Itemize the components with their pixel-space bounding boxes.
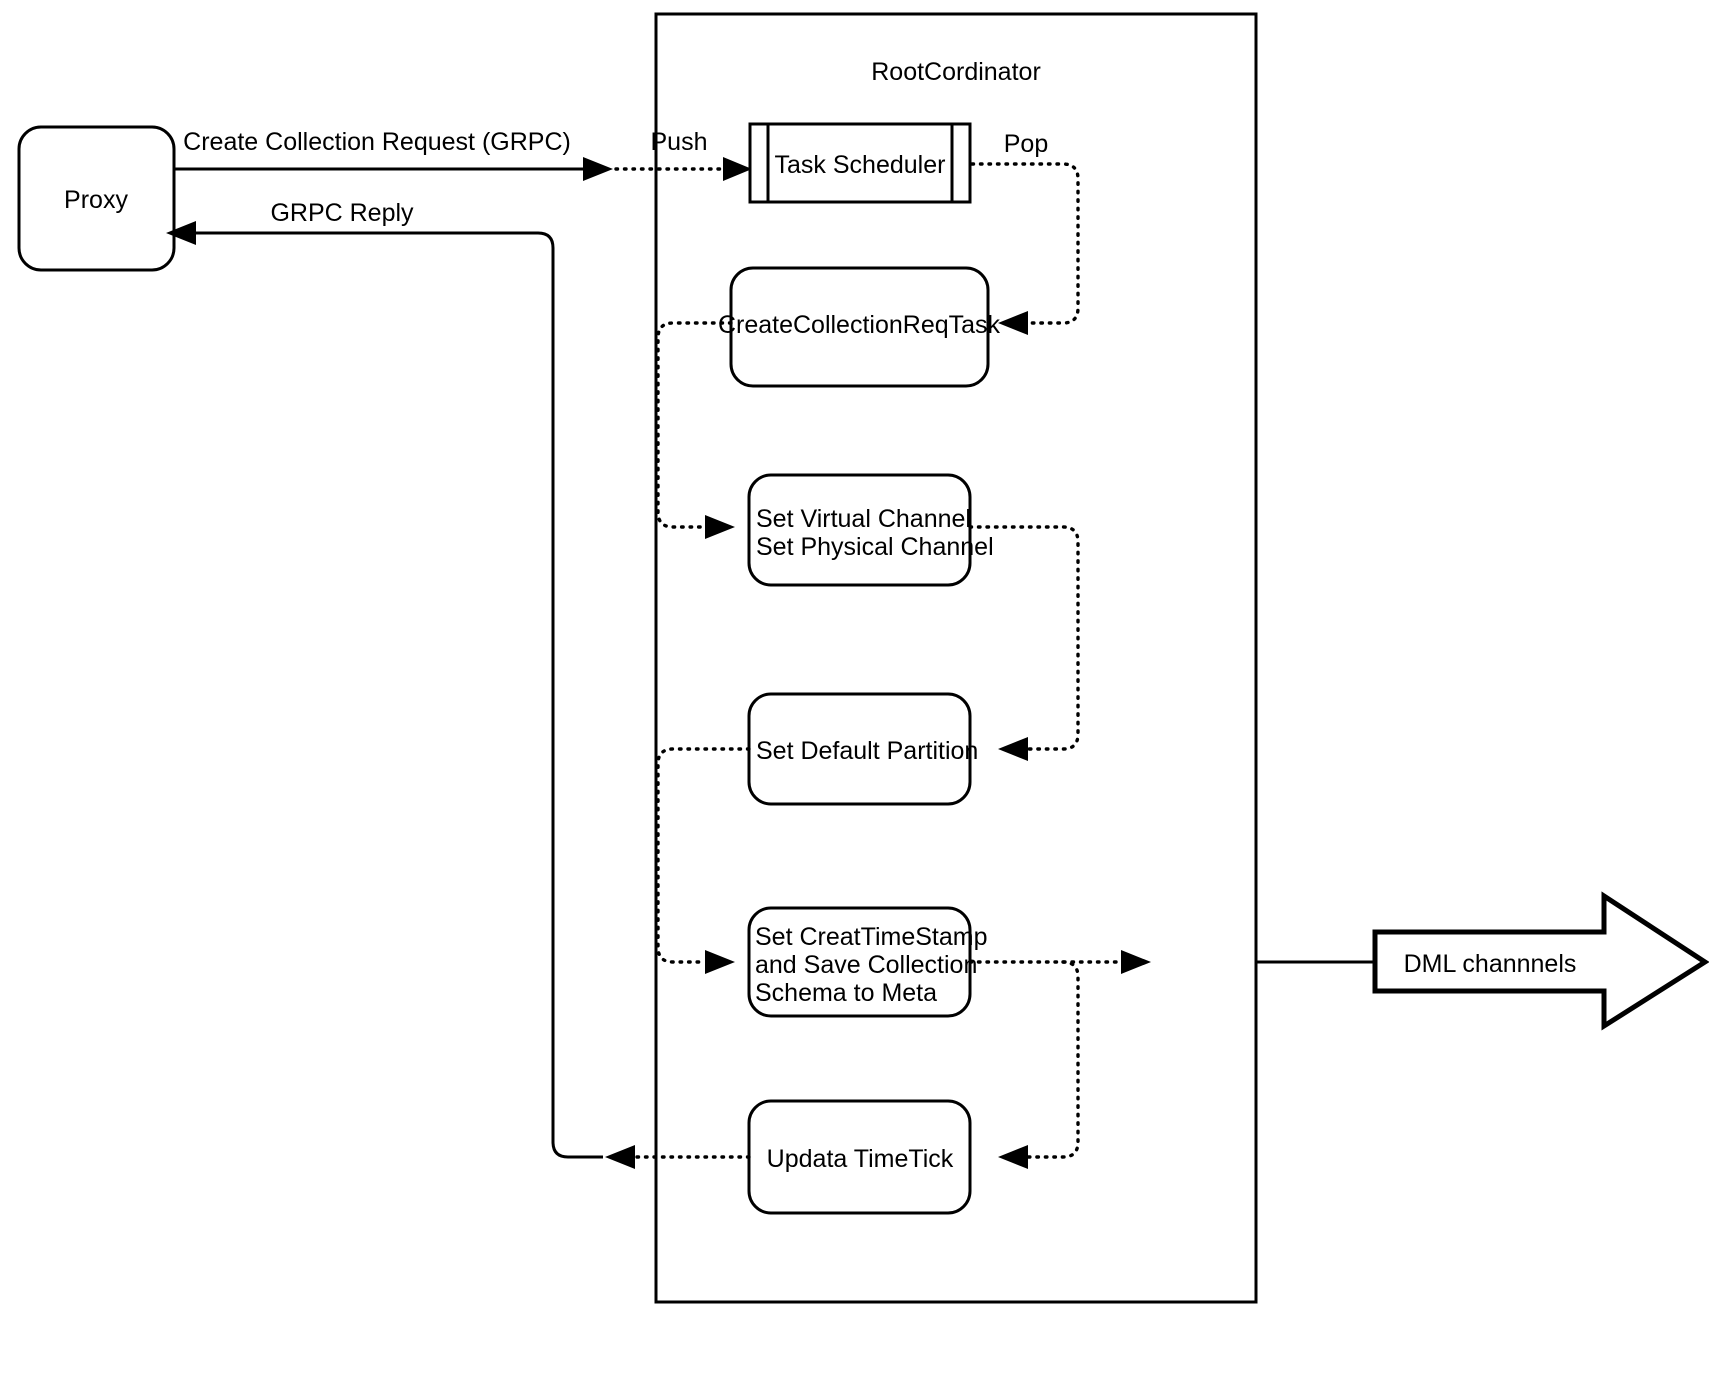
timestamp-to-boundary-arrowhead [1121,950,1151,974]
pop-arrowhead [998,311,1028,335]
push-arrowhead [723,157,752,181]
grpc-reply-arrowhead [166,221,196,245]
set-channels-node[interactable] [747,473,972,587]
proxy-node[interactable] [17,125,176,272]
create-collection-request-arrowhead [583,157,613,181]
createtask-to-setchannels-edge [656,321,733,529]
push-label: Push [651,128,708,156]
grpc-reply-edge [196,231,603,1159]
setchannels-to-defaultpartition-arrowhead [998,737,1028,761]
set-default-partition-label: Set Default Partition [756,737,978,765]
timestamp-to-timetick-arrowhead [998,1145,1028,1169]
createtask-to-setchannels-arrowhead [705,515,735,539]
set-channels-label-line-2: Set Physical Channel [756,533,994,561]
create-collection-request-label: Create Collection Request (GRPC) [183,128,571,156]
grpc-reply-label: GRPC Reply [270,199,414,227]
create-collection-req-task-label: CreateCollectionReqTask [718,311,1001,339]
task-scheduler-label: Task Scheduler [775,151,946,179]
defaultpartition-to-timestamp-arrowhead [705,950,735,974]
set-timestamp-save-meta-label-line-3: Schema to Meta [755,979,937,1007]
task-scheduler-node[interactable] [748,122,972,204]
rootcoordinator-label: RootCordinator [871,58,1041,86]
set-timestamp-save-meta-label-line-1: Set CreatTimeStamp [755,923,987,951]
set-timestamp-save-meta-label-line-2: and Save Collection [755,951,977,979]
create-collection-req-task-node[interactable] [729,266,990,388]
timestamp-to-timetick-edge [1026,960,1080,1159]
pop-label: Pop [1004,130,1048,158]
update-timetick-label: Updata TimeTick [767,1145,954,1173]
dml-channels-label: DML channnels [1404,950,1577,978]
dml-channels-node[interactable] [1372,891,1709,1031]
setchannels-to-defaultpartition-edge [968,525,1080,751]
proxy-label: Proxy [64,186,128,214]
rootcoordinator-container [654,12,1258,1304]
pop-edge [970,162,1080,325]
set-channels-label-line-1: Set Virtual Channel [756,505,971,533]
timetick-to-reply-arrowhead [605,1145,635,1169]
